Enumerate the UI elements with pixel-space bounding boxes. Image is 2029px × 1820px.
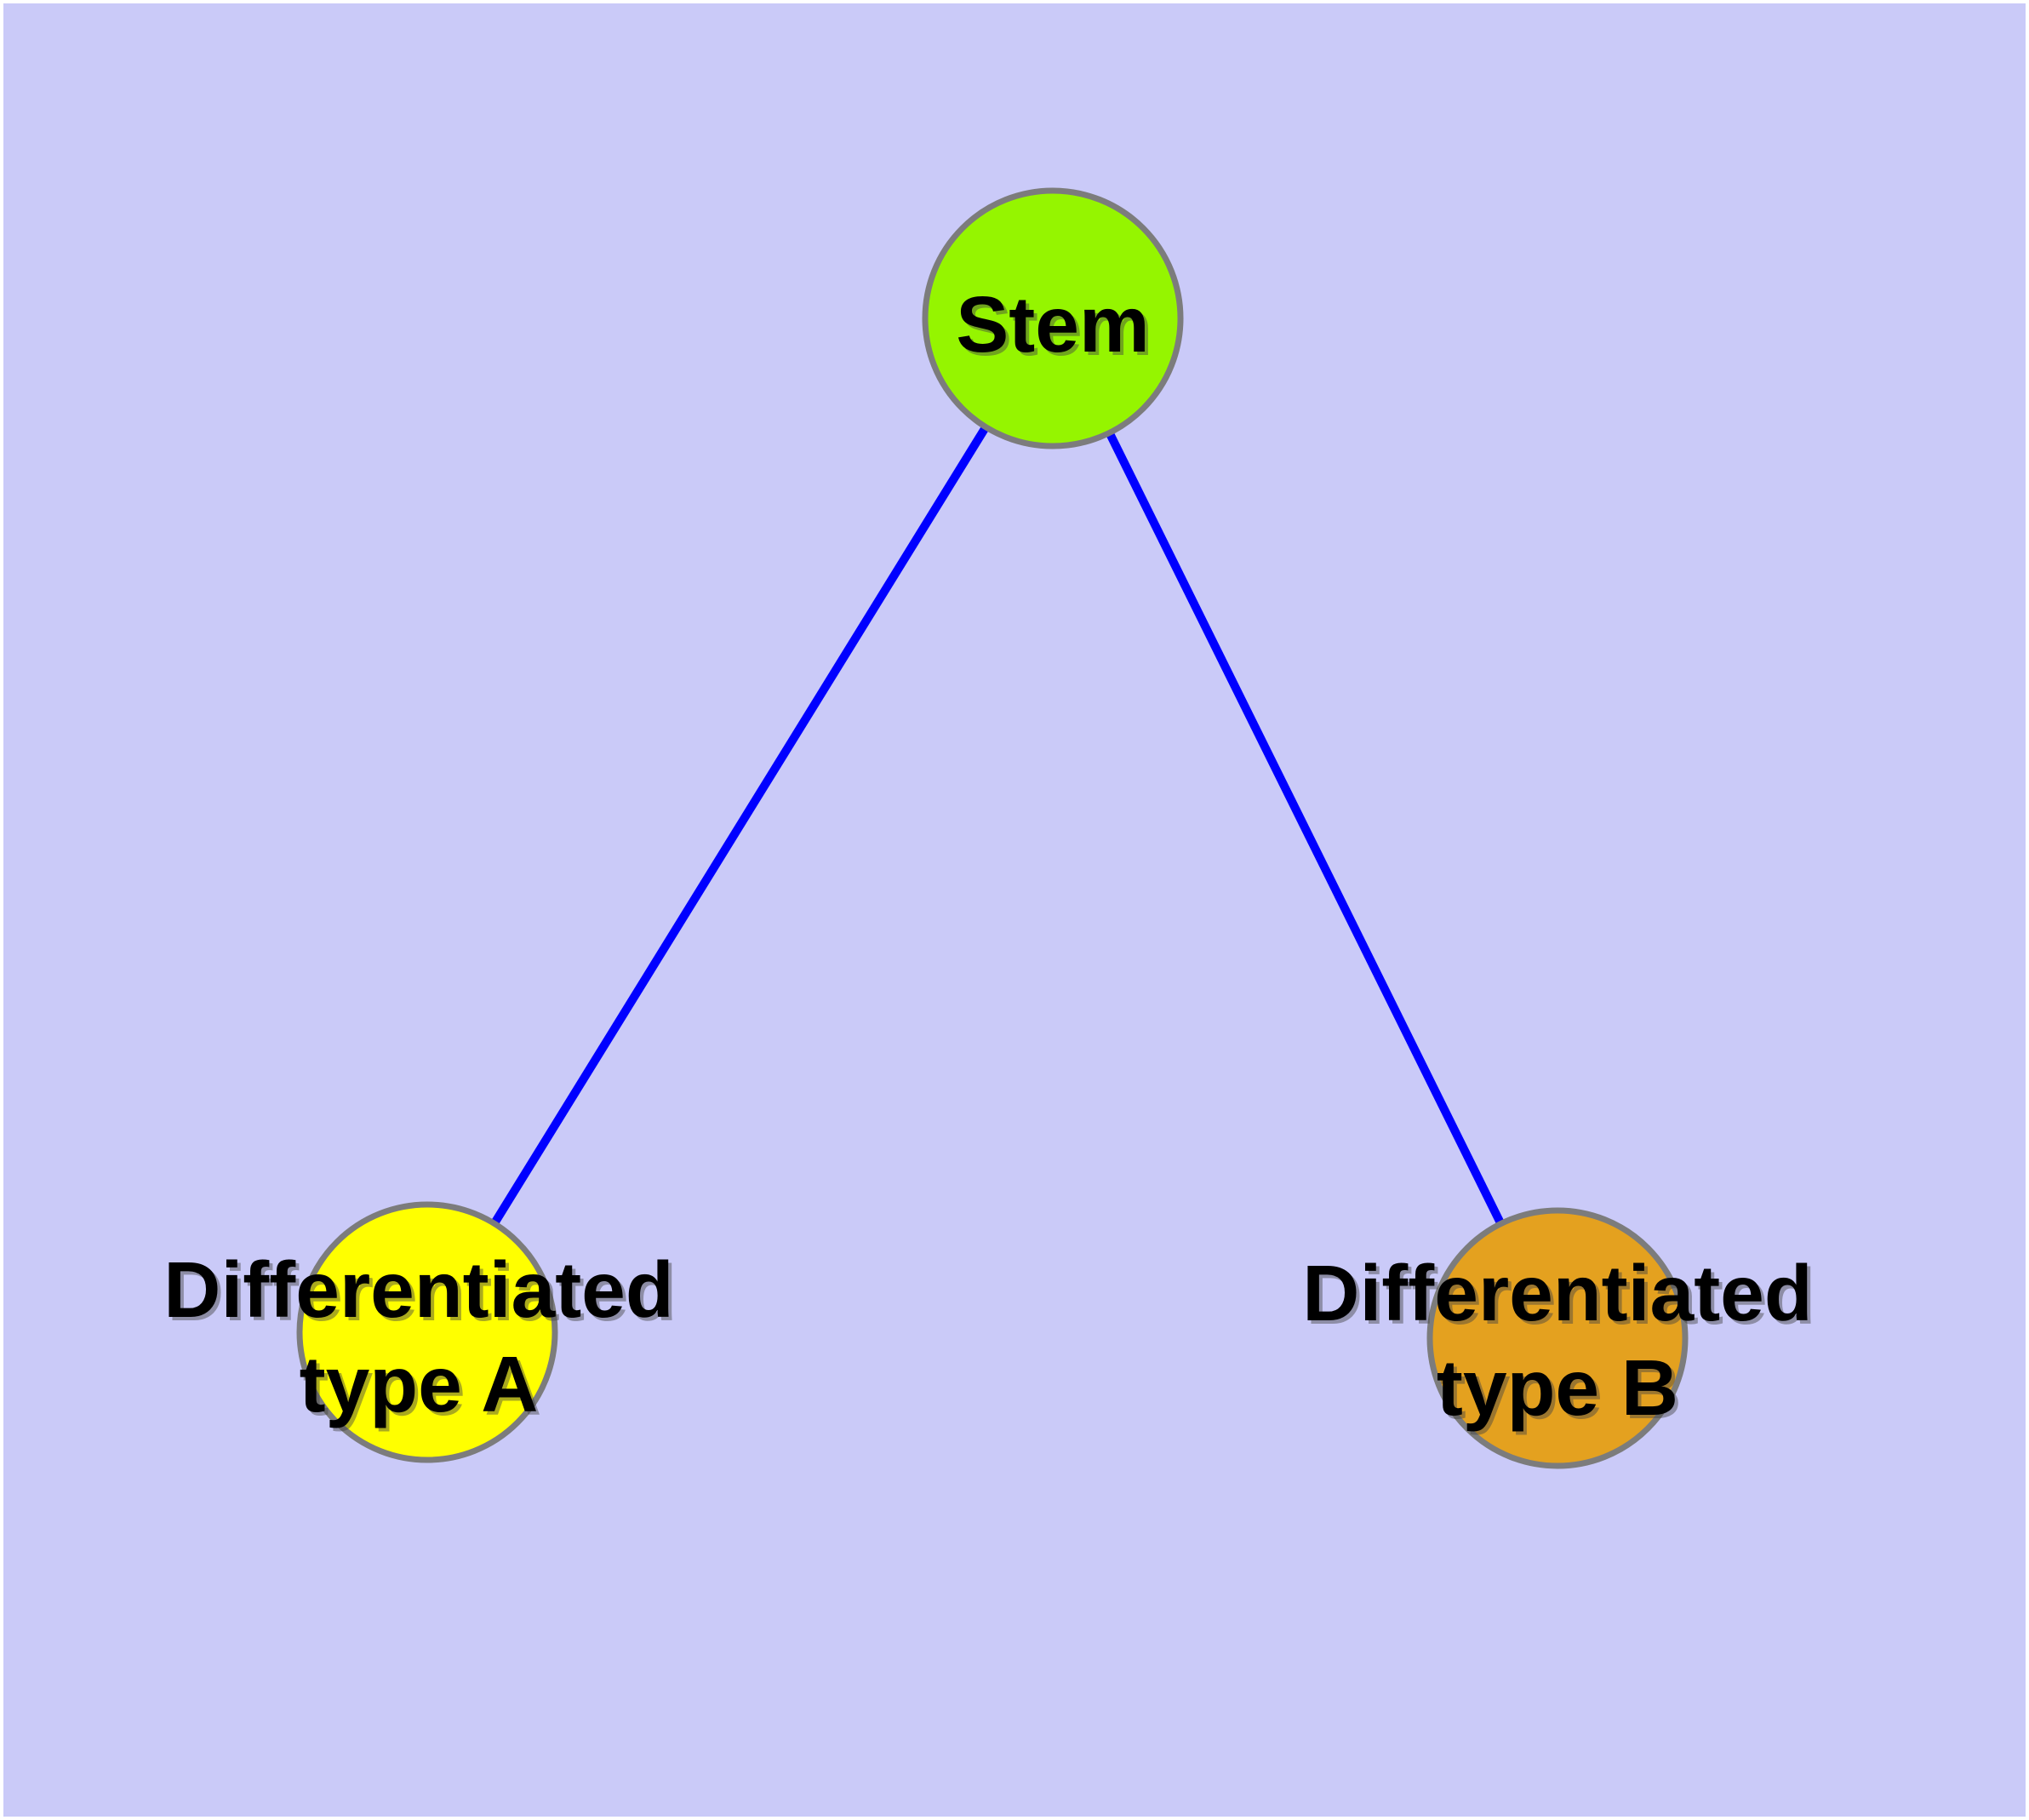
- node-stem: [922, 187, 1184, 449]
- edge-stem-to-type-a: [423, 316, 1057, 1335]
- node-label-type-b-line2: type B: [1437, 1343, 1678, 1432]
- node-differentiated-type-b: [1426, 1207, 1689, 1469]
- node-label-shadow-type-b-line1: Differentiated: [1306, 1252, 1815, 1341]
- node-label-stem: Stem: [956, 280, 1149, 369]
- node-label-type-b-line1: Differentiated: [1302, 1249, 1812, 1337]
- node-differentiated-type-a: [296, 1201, 558, 1463]
- node-label-shadow-type-a-line2: type A: [303, 1343, 542, 1432]
- node-label-shadow-stem: Stem: [959, 283, 1152, 372]
- node-label-type-a-line2: type A: [300, 1340, 539, 1428]
- node-label-shadow-type-a-line1: Differentiated: [167, 1249, 677, 1337]
- node-label-type-a-line1: Differentiated: [163, 1245, 673, 1334]
- edge-stem-to-type-b: [1049, 316, 1562, 1341]
- node-label-shadow-type-b-line2: type B: [1440, 1347, 1682, 1435]
